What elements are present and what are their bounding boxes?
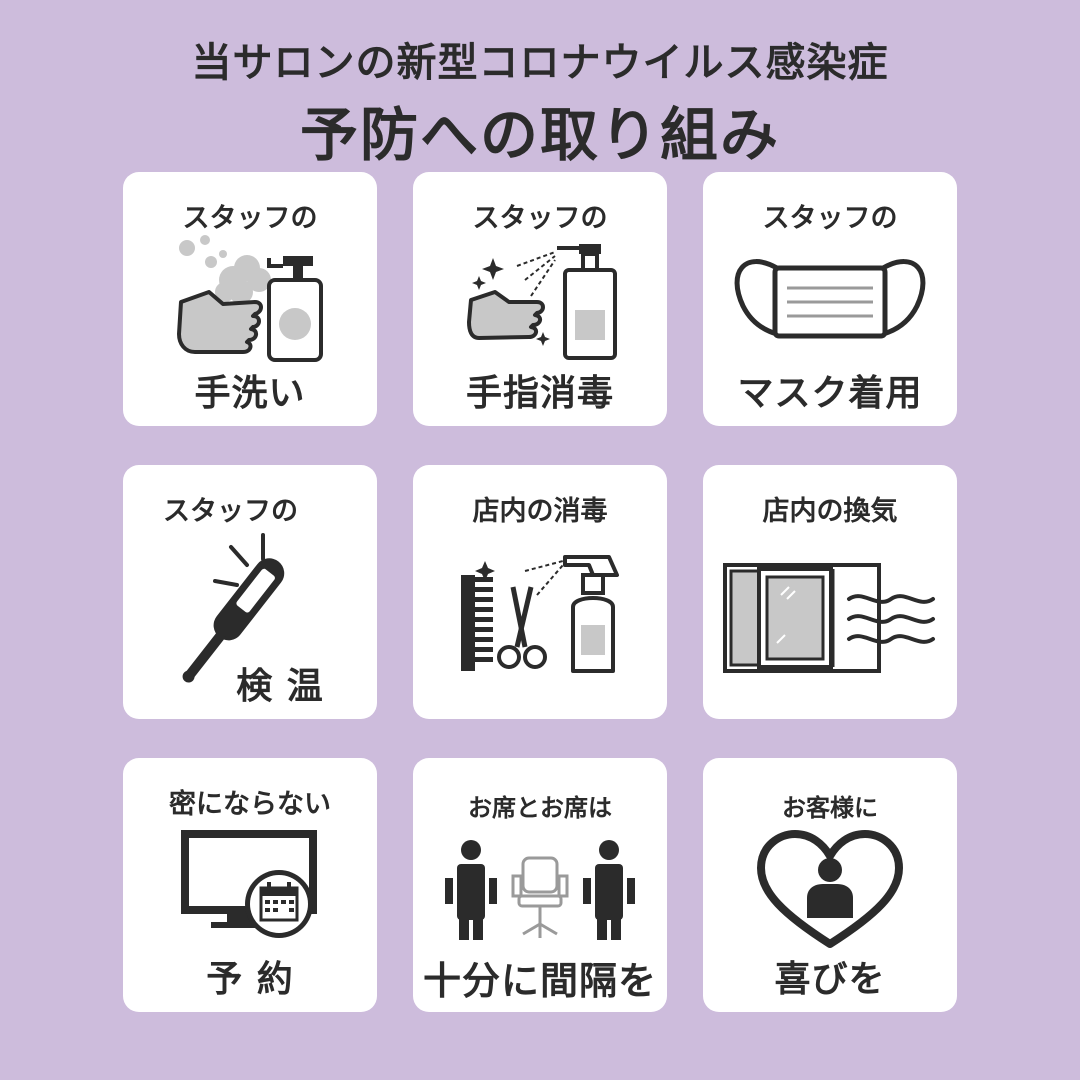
handwash-soap-icon	[177, 235, 323, 362]
window-ventilation-icon	[723, 563, 935, 673]
hand-sanitizer-icon	[467, 244, 617, 360]
page-title-line2: 予防への取り組み	[299, 101, 780, 169]
thermometer-icon	[182, 533, 285, 683]
page-title-line1: 当サロンの新型コロナウイルス感染症	[191, 40, 889, 86]
card-caption-top: お席とお席は	[468, 794, 612, 822]
card-caption-bottom: 手洗い	[194, 373, 306, 414]
monitor-calendar-icon	[181, 830, 317, 938]
card-caption-top: スタッフの	[182, 203, 318, 234]
card-store-disinfection: 店内の消毒	[413, 465, 667, 719]
card-caption-bottom: 検 温	[236, 666, 324, 707]
card-customer-joy: お客様に 喜びを	[703, 758, 957, 1012]
face-mask-icon	[734, 259, 926, 339]
card-caption-bottom: 予 約	[206, 959, 294, 1000]
card-caption-top: お客様に	[782, 794, 878, 822]
card-caption-top: スタッフの	[163, 496, 298, 527]
card-caption-bottom: 喜びを	[774, 959, 886, 1000]
card-caption-top: 店内の消毒	[472, 496, 608, 527]
card-caption-top: スタッフの	[762, 203, 898, 234]
spray-comb-scissors-icon	[461, 555, 619, 673]
heart-person-icon	[757, 830, 903, 948]
card-staff-handwash: スタッフの 手洗い	[123, 172, 377, 426]
card-caption-bottom: 十分に間隔を	[422, 959, 657, 1003]
card-seat-distance: お席とお席は	[413, 758, 667, 1012]
card-store-ventilation: 店内の換気	[703, 465, 957, 719]
card-caption-bottom: 手指消毒	[465, 373, 614, 414]
card-staff-sanitize: スタッフの 手指消毒	[413, 172, 667, 426]
seat-distance-icon	[445, 840, 635, 940]
card-caption-top: 密にならない	[169, 789, 331, 820]
card-staff-temperature: スタッフの 検 温	[123, 465, 377, 719]
card-staff-mask: スタッフの マスク着用	[703, 172, 957, 426]
card-caption-bottom: マスク着用	[737, 373, 923, 414]
card-reservation: 密にならない 予 約	[123, 758, 377, 1012]
card-caption-top: スタッフの	[472, 203, 608, 234]
card-caption-top: 店内の換気	[762, 496, 898, 527]
